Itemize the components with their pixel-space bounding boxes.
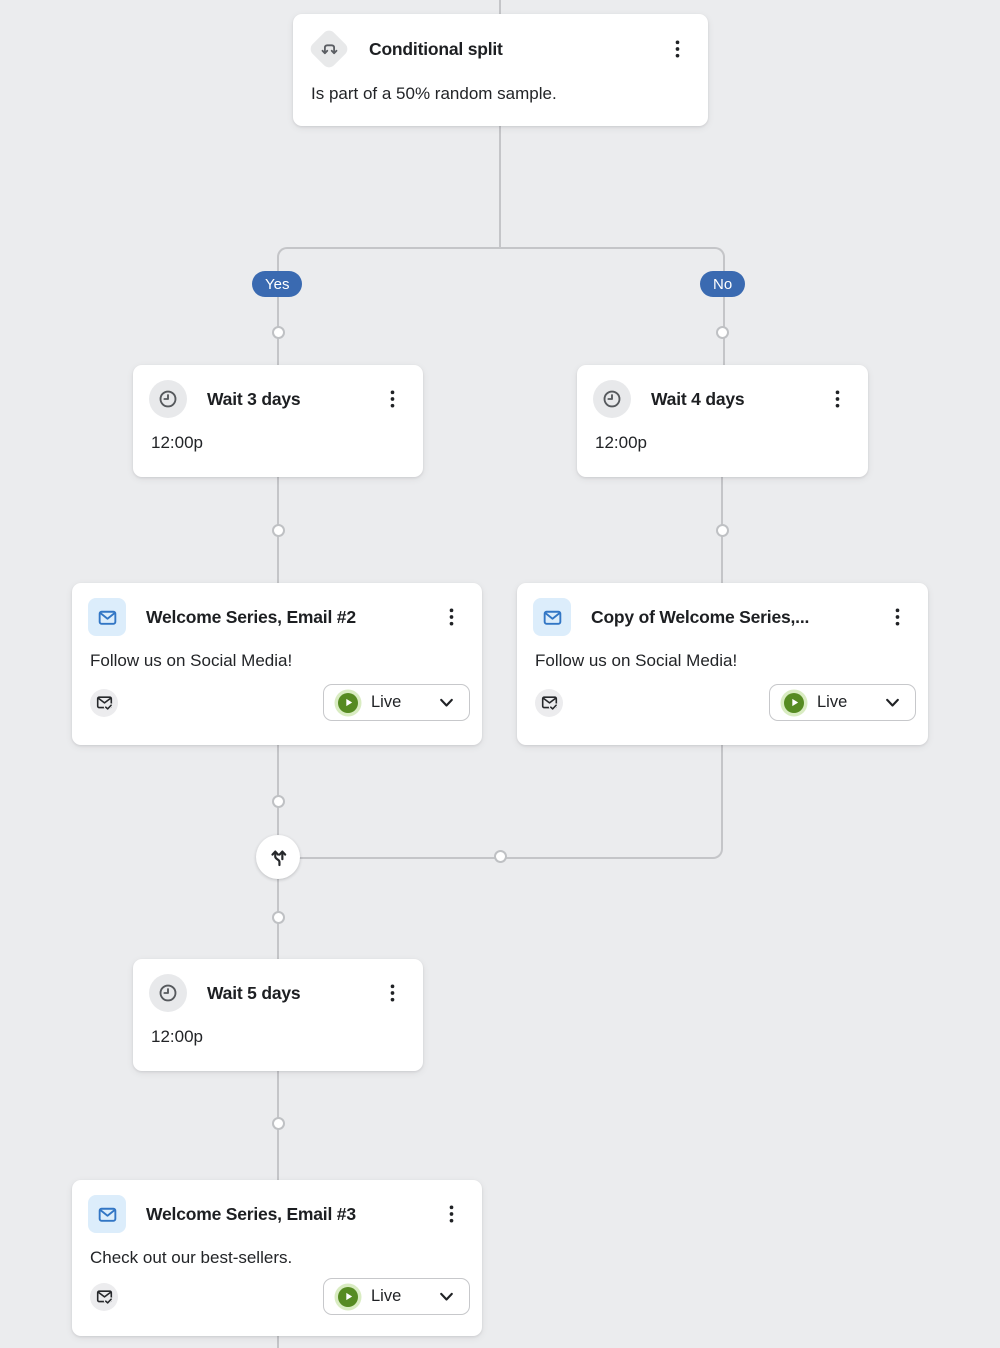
branch-merge-connector xyxy=(277,745,723,859)
email-subject: Follow us on Social Media! xyxy=(535,651,738,670)
status-label: Live xyxy=(371,1287,402,1305)
connector-line xyxy=(499,0,501,16)
kebab-menu-icon[interactable] xyxy=(671,35,684,63)
connector-dot[interactable] xyxy=(272,524,285,537)
live-status-icon xyxy=(338,1286,358,1307)
node-title: Wait 3 days xyxy=(207,388,301,409)
connector-line xyxy=(277,1336,279,1348)
live-status-icon xyxy=(338,692,358,713)
connector-dot[interactable] xyxy=(272,911,285,924)
kebab-menu-icon[interactable] xyxy=(831,385,844,413)
status-dropdown[interactable]: Live xyxy=(769,684,916,721)
envelope-icon xyxy=(88,598,126,636)
live-status-icon xyxy=(784,692,804,713)
email-2-node[interactable]: Welcome Series, Email #2 Follow us on So… xyxy=(72,583,482,745)
kebab-menu-icon[interactable] xyxy=(891,603,904,631)
status-label: Live xyxy=(371,693,402,711)
email-subject: Check out our best-sellers. xyxy=(90,1248,293,1267)
split-arrows-icon xyxy=(309,29,349,69)
branch-badge-yes: Yes xyxy=(252,271,303,297)
wait-4-days-node[interactable]: Wait 4 days 12:00p xyxy=(577,365,868,477)
merge-node xyxy=(256,835,300,879)
connector-dot[interactable] xyxy=(272,326,285,339)
envelope-check-icon xyxy=(90,688,118,717)
connector-dot[interactable] xyxy=(272,795,285,808)
node-title: Wait 5 days xyxy=(207,982,301,1003)
branch-split-connector xyxy=(277,247,725,367)
conditional-split-node[interactable]: Conditional split Is part of a 50% rando… xyxy=(293,14,708,126)
clock-icon xyxy=(149,380,187,418)
email-subject: Follow us on Social Media! xyxy=(90,651,293,670)
connector-dot[interactable] xyxy=(716,524,729,537)
envelope-check-icon xyxy=(535,688,563,717)
kebab-menu-icon[interactable] xyxy=(386,385,399,413)
status-label: Live xyxy=(817,693,848,711)
connector-dot[interactable] xyxy=(494,850,507,863)
envelope-icon xyxy=(88,1195,126,1233)
node-title: Copy of Welcome Series,... xyxy=(591,606,810,627)
email-3-node[interactable]: Welcome Series, Email #3 Check out our b… xyxy=(72,1180,482,1336)
branch-badge-no: No xyxy=(700,271,746,297)
node-title: Welcome Series, Email #3 xyxy=(146,1203,356,1224)
node-title: Welcome Series, Email #2 xyxy=(146,606,356,627)
envelope-icon xyxy=(533,598,571,636)
kebab-menu-icon[interactable] xyxy=(445,1200,458,1228)
wait-time: 12:00p xyxy=(595,433,647,452)
connector-dot[interactable] xyxy=(272,1117,285,1130)
kebab-menu-icon[interactable] xyxy=(445,603,458,631)
status-dropdown[interactable]: Live xyxy=(323,1278,470,1315)
chevron-down-icon xyxy=(884,694,901,711)
branch-badge-no-label: No xyxy=(713,275,733,293)
merge-arrows-icon xyxy=(266,845,291,870)
node-title: Wait 4 days xyxy=(651,388,745,409)
clock-icon xyxy=(593,380,631,418)
email-copy-node[interactable]: Copy of Welcome Series,... Follow us on … xyxy=(517,583,928,745)
connector-dot[interactable] xyxy=(716,326,729,339)
chevron-down-icon xyxy=(438,1288,455,1305)
chevron-down-icon xyxy=(438,694,455,711)
wait-5-days-node[interactable]: Wait 5 days 12:00p xyxy=(133,959,423,1071)
wait-3-days-node[interactable]: Wait 3 days 12:00p xyxy=(133,365,423,477)
wait-time: 12:00p xyxy=(151,433,203,452)
wait-time: 12:00p xyxy=(151,1027,203,1046)
node-description: Is part of a 50% random sample. xyxy=(311,84,557,103)
connector-line xyxy=(499,126,501,249)
node-title: Conditional split xyxy=(369,38,503,59)
branch-badge-yes-label: Yes xyxy=(265,275,290,293)
clock-icon xyxy=(149,974,187,1012)
kebab-menu-icon[interactable] xyxy=(386,979,399,1007)
envelope-check-icon xyxy=(90,1282,118,1311)
status-dropdown[interactable]: Live xyxy=(323,684,470,721)
